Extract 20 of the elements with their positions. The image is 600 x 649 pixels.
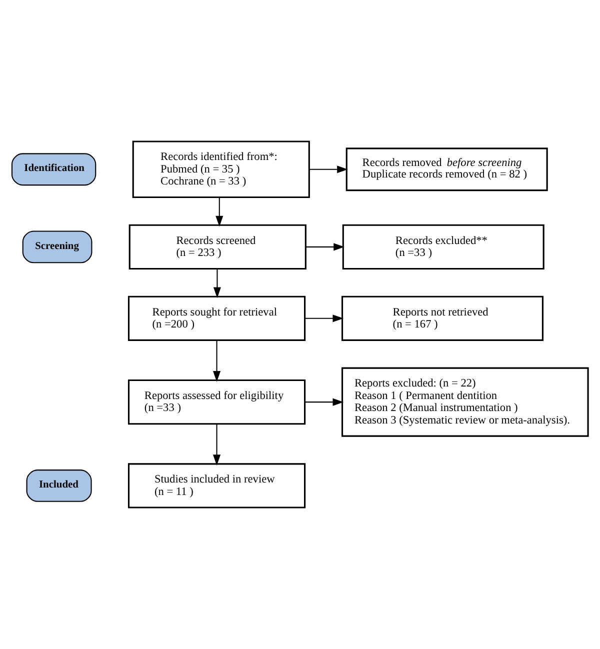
arrow: [212, 424, 221, 466]
node-box: Records excluded** (n =33 ): [342, 224, 544, 270]
node-box: Included: [26, 470, 92, 502]
arrow: [309, 166, 348, 174]
node-box: Records screened (n = 233 ): [128, 224, 306, 270]
node-box: Records identified from*: Pubmed (n = 35 ) Cochrane (n = 33 ): [132, 140, 310, 198]
arrow: [305, 314, 344, 322]
node-box: Reports excluded: (n = 22) Reason 1 ( Permanent dentition Reason 2 (Manual instrumentation ) Reason 3 (Systematic review or meta-analysis).: [341, 367, 589, 437]
node-box: Reports assessed for eligibility (n =33 ): [128, 379, 306, 425]
arrow: [213, 268, 221, 298]
arrow: [216, 197, 224, 227]
node-box: Reports not retrieved (n = 167 ): [341, 296, 544, 341]
node-box: Screening: [22, 230, 92, 264]
node-box: Reports sought for retrieval (n =200 ): [128, 296, 306, 341]
arrow: [212, 340, 221, 382]
arrow: [306, 243, 344, 251]
node-box: Identification: [11, 153, 96, 186]
arrow: [305, 398, 344, 406]
node-box: Records removed before screening Duplicate records removed (n = 82 ): [346, 148, 548, 192]
node-box: Studies included in review (n = 11 ): [128, 463, 306, 508]
